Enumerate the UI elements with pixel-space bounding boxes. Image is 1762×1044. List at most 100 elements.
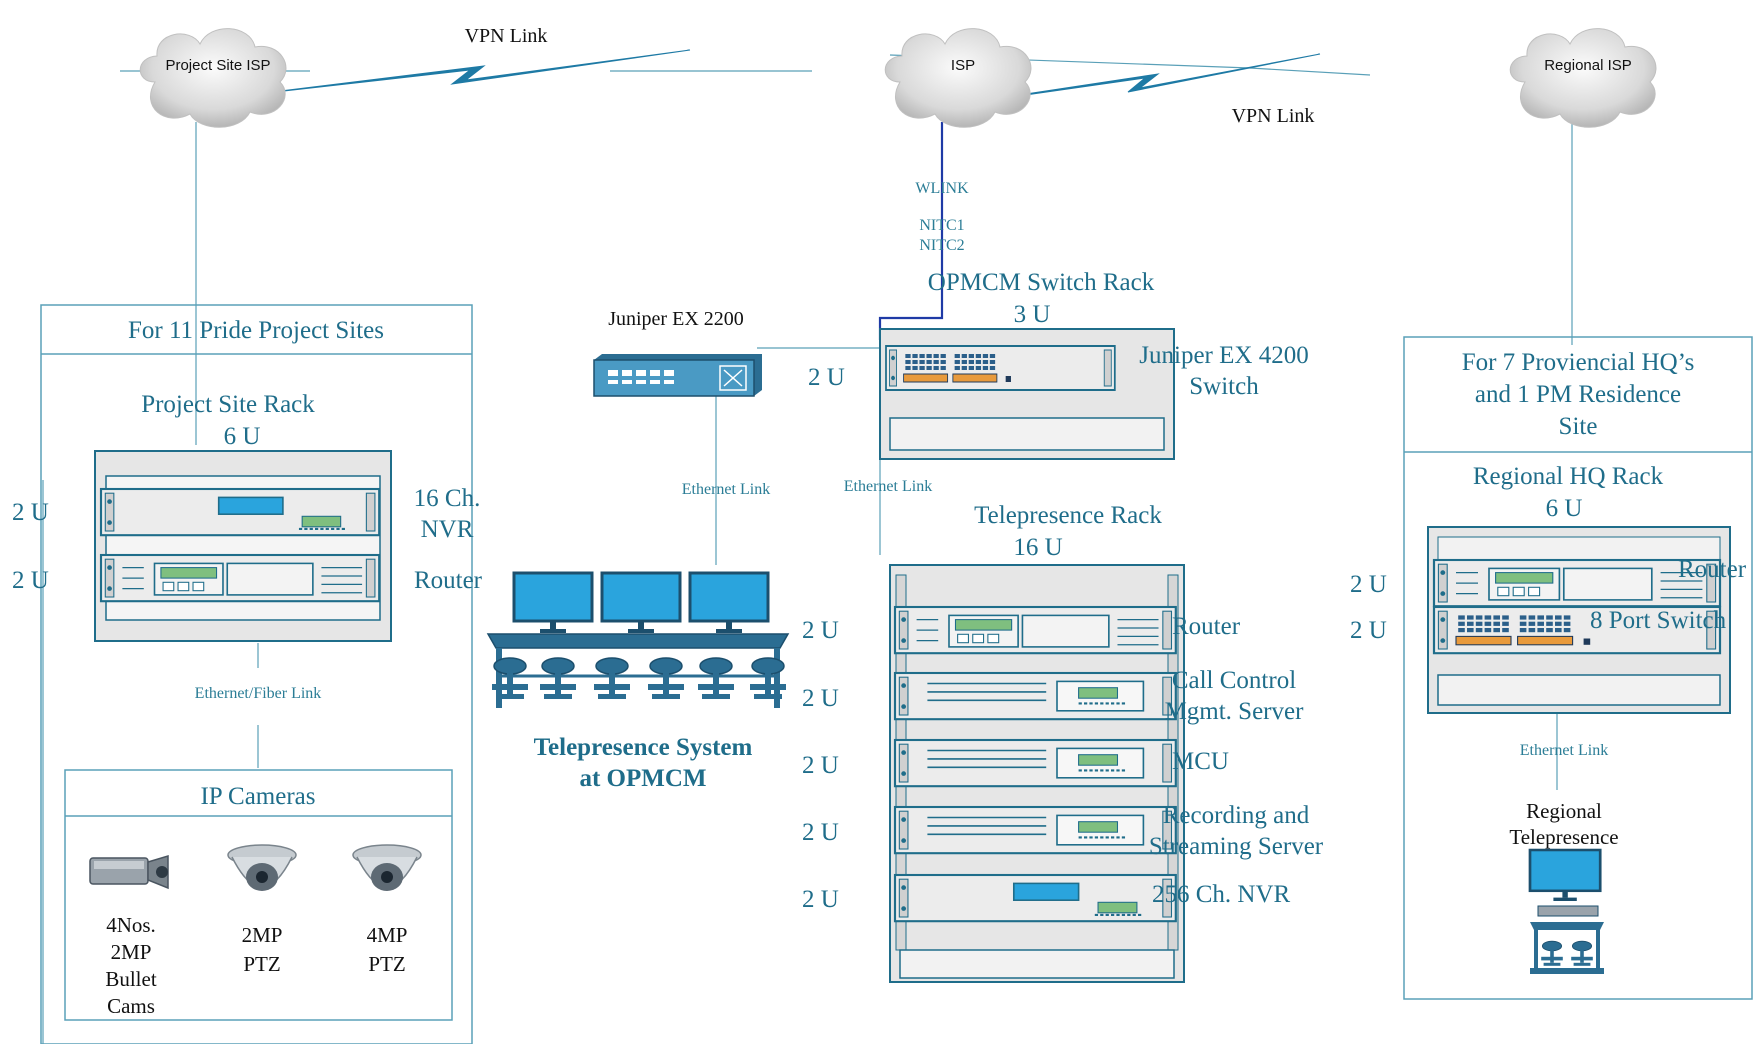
cam2-line-2: PTZ bbox=[243, 952, 280, 976]
switch-units-label: 2 U bbox=[808, 364, 845, 391]
telepresence-rack-title: Telepresence Rack bbox=[974, 502, 1162, 529]
regional-telepresence-2: Telepresence bbox=[1509, 825, 1618, 849]
switch-rack-units: 3 U bbox=[1014, 301, 1051, 328]
tp-router-label: Router bbox=[1172, 613, 1241, 640]
cam1-line-3: Bullet bbox=[105, 967, 156, 991]
tp-u-label-1: 2 U bbox=[802, 617, 839, 644]
project-sites-panel: For 11 Pride Project Sites Project Site … bbox=[12, 304, 483, 1044]
wlink-label: WLINK bbox=[915, 180, 969, 197]
tp-call-control-2: Mgmt. Server bbox=[1165, 698, 1305, 725]
server-icon bbox=[893, 671, 1177, 721]
regional-panel: For 7 Proviencial HQ’s and 1 PM Residenc… bbox=[1350, 336, 1753, 1000]
server-icon bbox=[893, 738, 1177, 788]
chair-icon bbox=[1570, 940, 1594, 967]
switch-rack-title: OPMCM Switch Rack bbox=[928, 269, 1155, 296]
router-icon bbox=[99, 553, 381, 603]
ethernet-link-regional-label: Ethernet Link bbox=[1520, 742, 1608, 759]
cloud-icon bbox=[1509, 28, 1657, 128]
ethernet-fiber-link-label: Ethernet/Fiber Link bbox=[195, 685, 322, 702]
server-icon bbox=[893, 805, 1177, 855]
cam3-line-1: 4MP bbox=[367, 923, 408, 947]
opmcm-section: Juniper EX 2200 OPMCM Switch Rack 3 U 2 … bbox=[486, 269, 1309, 792]
switch-icon bbox=[885, 345, 1116, 391]
regional-title-1: For 7 Proviencial HQ’s bbox=[1462, 349, 1695, 376]
nitc2-label: NITC2 bbox=[919, 237, 964, 254]
cloud-label-isp: ISP bbox=[951, 57, 975, 74]
link-line bbox=[1249, 67, 1371, 76]
cloud-label-regional-isp: Regional ISP bbox=[1544, 57, 1632, 74]
regional-hq-rack bbox=[1427, 526, 1731, 714]
project-router-units: 2 U bbox=[12, 567, 49, 594]
tp-nvr-label: 256 Ch. NVR bbox=[1152, 881, 1291, 908]
project-sites-title: For 11 Pride Project Sites bbox=[128, 317, 384, 344]
monitor-icon bbox=[600, 571, 682, 635]
opmcm-switch-rack bbox=[879, 328, 1175, 460]
tp-u-label-4: 2 U bbox=[802, 819, 839, 846]
cam1-line-2: 2MP bbox=[111, 940, 152, 964]
juniper-4200-label-2: Switch bbox=[1189, 373, 1259, 400]
vpn-bolt-left bbox=[239, 49, 691, 97]
regional-telepresence-1: Regional bbox=[1526, 799, 1602, 823]
regional-telepresence-station bbox=[1528, 848, 1604, 974]
chair-icon bbox=[647, 657, 685, 700]
vpn-bolt-right bbox=[919, 53, 1321, 111]
ethernet-link-rack-label: Ethernet Link bbox=[844, 478, 932, 495]
camera-icon bbox=[89, 854, 169, 890]
router-icon bbox=[893, 605, 1177, 655]
telepresence-rack-section: Telepresence Rack 16 U 2 U 2 U 2 U 2 U 2… bbox=[802, 502, 1324, 983]
monitor-icon bbox=[512, 571, 594, 635]
telepresence-system-label-1: Telepresence System bbox=[534, 734, 753, 761]
dome-camera-icon bbox=[227, 844, 297, 891]
tp-call-control-1: Call Control bbox=[1172, 667, 1296, 694]
monitor-icon bbox=[688, 571, 770, 635]
project-site-rack bbox=[94, 450, 392, 642]
project-nvr-label-1: 16 Ch. bbox=[414, 485, 481, 512]
ip-cameras-title: IP Cameras bbox=[200, 783, 315, 810]
regional-router-units: 2 U bbox=[1350, 571, 1387, 598]
juniper-2200-label: Juniper EX 2200 bbox=[608, 308, 744, 330]
cam1-line-1: 4Nos. bbox=[106, 913, 156, 937]
chair-icon bbox=[539, 657, 577, 700]
telepresence-system bbox=[486, 571, 790, 708]
monitor-icon bbox=[1528, 848, 1602, 903]
cloud-icon bbox=[139, 28, 287, 128]
vpn-link-label-right: VPN Link bbox=[1232, 105, 1315, 127]
nvr-icon bbox=[893, 873, 1177, 923]
regional-router-label: Router bbox=[1678, 556, 1747, 583]
cam3-line-2: PTZ bbox=[368, 952, 405, 976]
juniper-4200-label-1: Juniper EX 4200 bbox=[1139, 342, 1308, 369]
tp-mcu-label: MCU bbox=[1172, 748, 1229, 775]
switch-icon bbox=[593, 354, 762, 397]
regional-rack-title: Regional HQ Rack bbox=[1473, 463, 1664, 490]
regional-switch-label: 8 Port Switch bbox=[1590, 607, 1727, 634]
project-rack-title: Project Site Rack bbox=[141, 391, 315, 418]
connection-lines bbox=[42, 49, 1573, 1044]
dome-camera-icon bbox=[352, 844, 422, 891]
tp-recording-1: Recording and bbox=[1163, 802, 1310, 829]
regional-switch-units: 2 U bbox=[1350, 617, 1387, 644]
vpn-link-label-left: VPN Link bbox=[465, 25, 548, 47]
ip-cameras-box bbox=[64, 769, 453, 1021]
chair-icon bbox=[749, 657, 787, 700]
project-nvr-units: 2 U bbox=[12, 499, 49, 526]
regional-title-3: Site bbox=[1559, 413, 1598, 440]
cloud-label-project-site-isp: Project Site ISP bbox=[165, 57, 270, 74]
chair-icon bbox=[593, 657, 631, 700]
nvr-icon bbox=[99, 487, 381, 537]
telepresence-rack-units: 16 U bbox=[1013, 534, 1062, 561]
cam2-line-1: 2MP bbox=[242, 923, 283, 947]
project-rack-units: 6 U bbox=[224, 423, 261, 450]
chair-icon bbox=[697, 657, 735, 700]
telepresence-system-label-2: at OPMCM bbox=[579, 765, 706, 792]
nitc1-label: NITC1 bbox=[919, 217, 964, 234]
project-nvr-label-2: NVR bbox=[421, 516, 474, 543]
tp-u-label-3: 2 U bbox=[802, 752, 839, 779]
tp-u-label-2: 2 U bbox=[802, 685, 839, 712]
project-router-label: Router bbox=[414, 567, 483, 594]
regional-title-2: and 1 PM Residence bbox=[1475, 381, 1681, 408]
regional-rack-units: 6 U bbox=[1546, 495, 1583, 522]
cloud-icon bbox=[884, 28, 1032, 128]
cam1-line-4: Cams bbox=[107, 994, 155, 1018]
tp-recording-2: Streaming Server bbox=[1149, 833, 1324, 860]
